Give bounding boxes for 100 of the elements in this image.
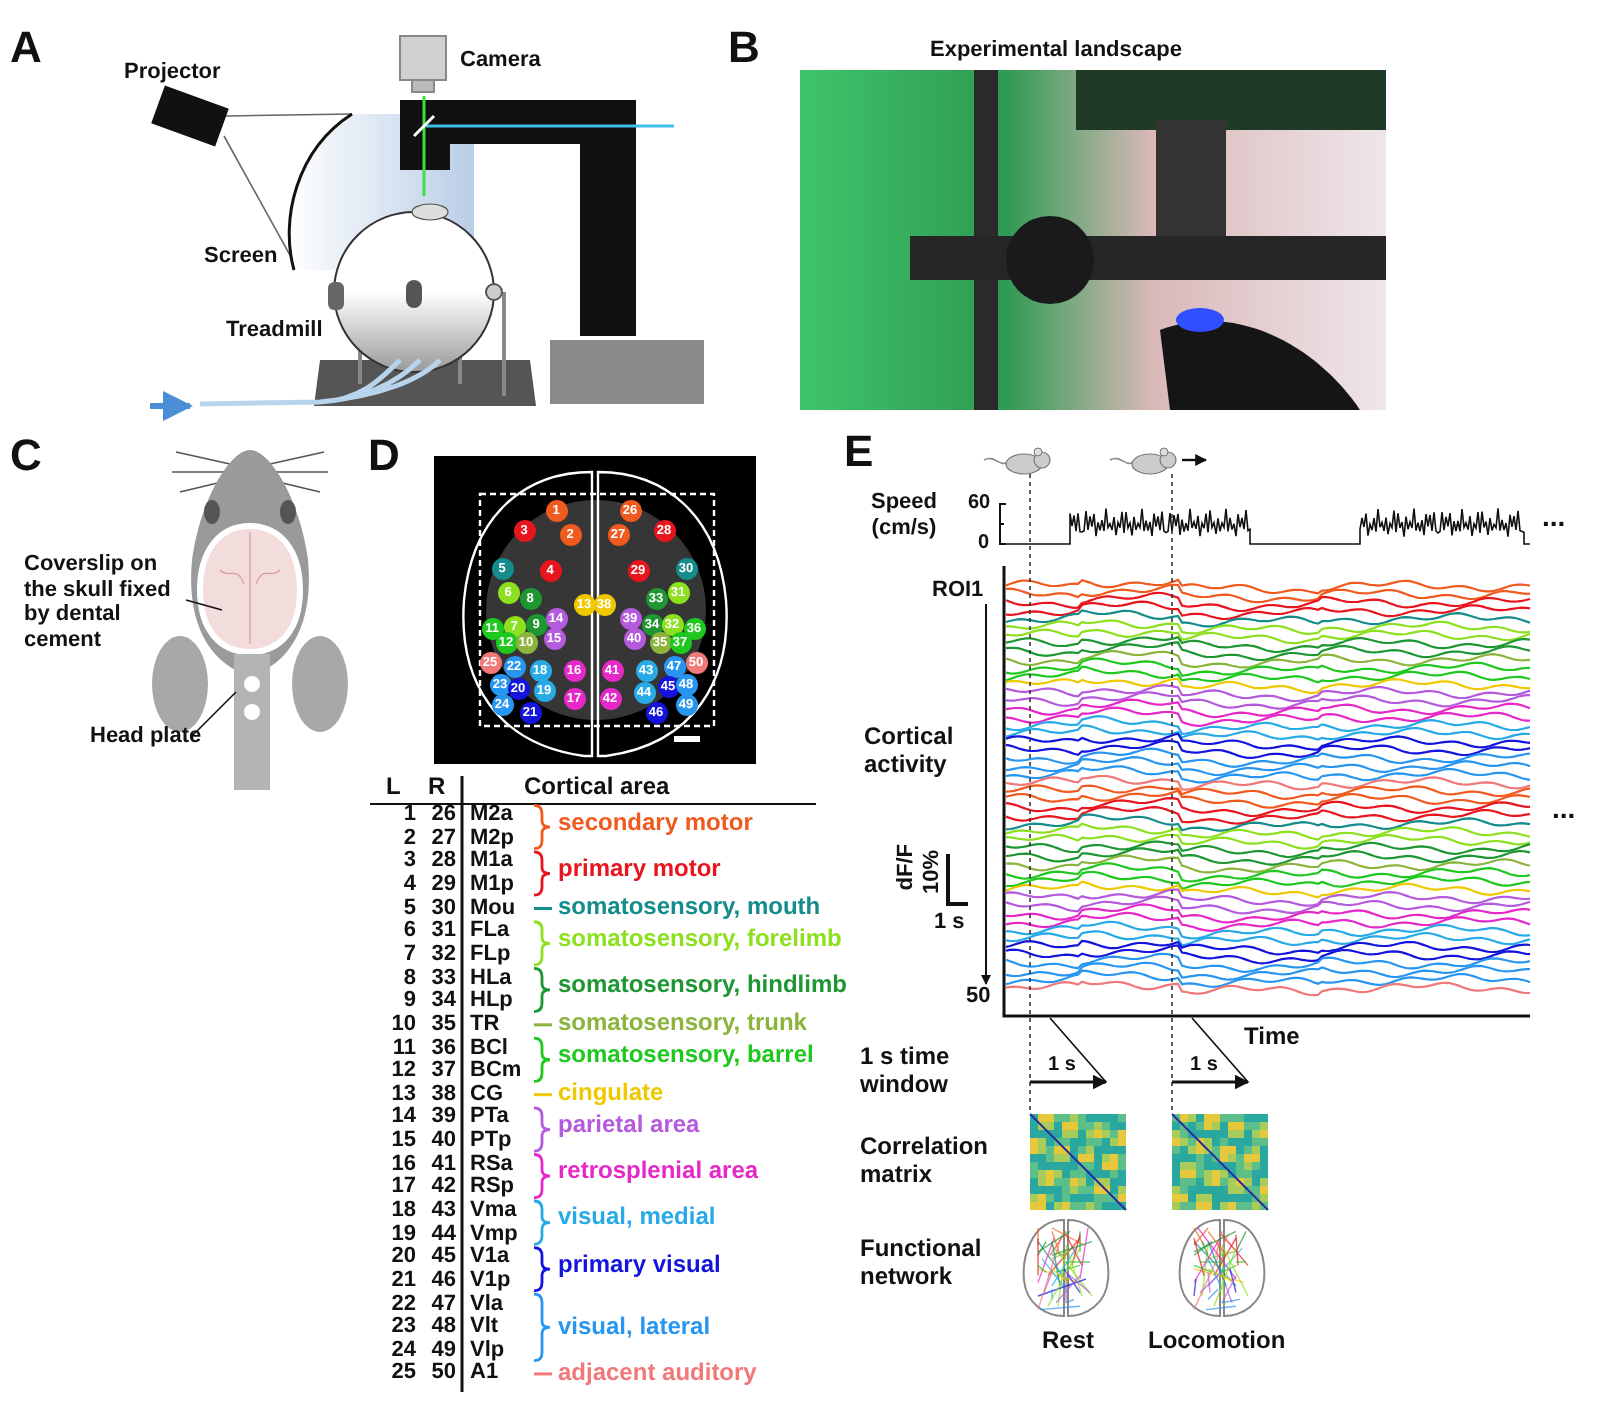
roi-number: 42 <box>429 1174 456 1200</box>
tick-label: 0 <box>978 532 990 555</box>
roi-number: 16 <box>389 1151 416 1176</box>
scale-label: 1 s <box>1190 1054 1218 1077</box>
ellipsis: ... <box>1542 500 1566 533</box>
area-abbreviation: PTa <box>470 1104 509 1130</box>
panel-letter: E <box>844 426 874 477</box>
area-abbreviation: Vma <box>470 1198 517 1224</box>
part-label: Projector <box>124 60 221 86</box>
part-label: Camera <box>460 48 541 74</box>
callout-text: Head plate <box>90 724 202 750</box>
area-name: secondary motor <box>558 809 753 837</box>
part-label: Treadmill <box>226 318 323 344</box>
roi-number: 49 <box>429 1337 456 1362</box>
area-abbreviation: Vmp <box>470 1221 518 1247</box>
area-abbreviation: M1a <box>470 848 513 874</box>
condition-label: Rest <box>1042 1328 1095 1356</box>
area-abbreviation: PTp <box>470 1128 512 1154</box>
area-abbreviation: BCl <box>470 1035 508 1060</box>
panel-title: Experimental landscape <box>930 38 1182 64</box>
panel-letter: C <box>10 430 42 481</box>
roi-number: 41 <box>429 1151 456 1176</box>
roi-number: 31 <box>429 918 456 944</box>
roi-number: 44 <box>429 1221 456 1246</box>
column-header: L <box>386 774 401 802</box>
column-header: R <box>428 774 446 802</box>
area-abbreviation: M2a <box>470 802 513 828</box>
axis-label: ROI1 <box>932 578 984 604</box>
roi-number: 5 <box>401 895 416 920</box>
ellipsis: ... <box>1552 792 1576 825</box>
roi-number: 17 <box>389 1174 416 1200</box>
area-abbreviation: RSp <box>470 1174 514 1200</box>
axis-label: Time <box>1244 1024 1300 1052</box>
area-name: visual, lateral <box>558 1313 711 1341</box>
roi-number: 35 <box>429 1011 456 1038</box>
area-name: cingulate <box>558 1080 664 1109</box>
roi-number: 48 <box>429 1314 456 1340</box>
roi-number: 27 <box>429 825 456 850</box>
tick-label: 50 <box>966 984 991 1010</box>
area-abbreviation: Mou <box>470 895 516 920</box>
roi-number: 8 <box>401 965 416 990</box>
area-abbreviation: V1p <box>470 1267 511 1294</box>
callout-text: Coverslip on the skull fixed by dental cement <box>24 552 196 654</box>
roi-number: 32 <box>429 942 456 968</box>
roi-number: 34 <box>429 988 456 1014</box>
head-plate <box>234 654 270 790</box>
area-abbreviation: CG <box>470 1081 503 1106</box>
area-abbreviation: HLa <box>470 965 512 990</box>
area-abbreviation: BCm <box>470 1058 522 1084</box>
part-label: Screen <box>204 244 278 270</box>
area-abbreviation: Vlp <box>470 1337 505 1363</box>
area-name: visual, medial <box>558 1204 716 1233</box>
roi-number: 21 <box>389 1267 416 1294</box>
roi-number: 18 <box>389 1198 416 1224</box>
row-label: 1 s time window <box>860 1044 952 1100</box>
roi-number: 36 <box>429 1035 456 1060</box>
row-label: Functional network <box>860 1236 984 1292</box>
roi-number: 7 <box>401 942 416 968</box>
area-abbreviation: TR <box>470 1011 500 1038</box>
leader-line <box>185 599 223 611</box>
area-abbreviation: RSa <box>470 1151 513 1176</box>
axis-label: dF/F <box>894 844 920 891</box>
roi-number: 12 <box>389 1058 416 1084</box>
area-abbreviation: FLa <box>470 918 510 944</box>
axis-label: Speed (cm/s) <box>868 490 939 541</box>
roi-number: 43 <box>429 1198 456 1224</box>
area-abbreviation: FLp <box>470 942 511 968</box>
roi-number: 28 <box>429 848 456 874</box>
roi-number: 37 <box>429 1058 456 1084</box>
roi-number: 9 <box>401 988 416 1014</box>
roi-number: 15 <box>389 1128 416 1154</box>
area-abbreviation: HLp <box>470 988 513 1014</box>
roi-number: 33 <box>429 965 456 990</box>
scale-label: 1 s <box>1048 1054 1076 1077</box>
tick-label: 60 <box>968 492 991 515</box>
area-name: adjacent auditory <box>558 1359 757 1388</box>
roi-number: 40 <box>429 1128 456 1154</box>
roi-number: 39 <box>429 1104 456 1130</box>
area-name: somatosensory, forelimb <box>558 925 842 953</box>
roi-number: 2 <box>401 825 416 850</box>
roi-number: 19 <box>389 1221 416 1246</box>
area-name: primary motor <box>558 855 721 884</box>
roi-number: 6 <box>401 918 416 944</box>
area-name: retrosplenial area <box>558 1158 759 1186</box>
roi-number: 50 <box>429 1360 456 1387</box>
scale-label: 1 s <box>934 910 965 936</box>
roi-number: 10 <box>389 1011 416 1038</box>
roi-number: 20 <box>389 1244 416 1270</box>
panel-letter: D <box>368 430 400 481</box>
area-name: somatosensory, trunk <box>558 1010 807 1039</box>
roi-number: 46 <box>429 1267 456 1294</box>
roi-number: 3 <box>401 848 416 874</box>
area-abbreviation: Vla <box>470 1291 504 1316</box>
area-name: somatosensory, hindlimb <box>558 971 847 1000</box>
roi-number: 38 <box>429 1081 456 1106</box>
column-header: Cortical area <box>524 774 670 802</box>
roi-number: 1 <box>401 802 416 828</box>
roi-number: 30 <box>429 895 456 920</box>
area-abbreviation: V1a <box>470 1244 510 1270</box>
roi-number: 29 <box>429 872 456 898</box>
